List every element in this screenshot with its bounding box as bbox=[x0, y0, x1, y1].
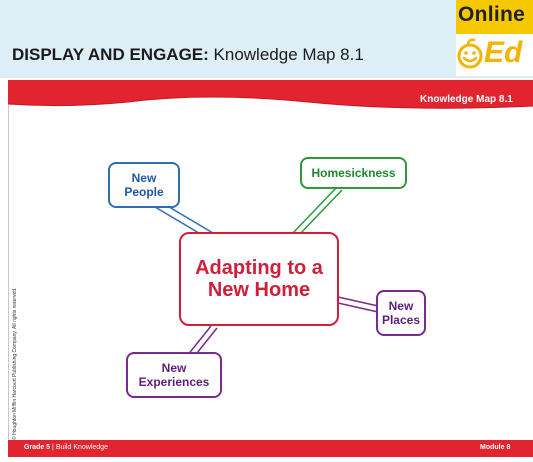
node-new-places-line-1: New bbox=[388, 299, 414, 313]
central-node-line-2: New Home bbox=[207, 279, 311, 301]
connector-homesickness bbox=[291, 187, 343, 237]
footer-grade: Grade 5 bbox=[24, 444, 51, 451]
online-badge bbox=[456, 0, 533, 34]
node-homesickness: Homesickness bbox=[300, 157, 407, 189]
connector-new-places bbox=[337, 296, 379, 313]
node-new-experiences-line-2: Experiences bbox=[138, 375, 210, 389]
node-new-people-line-2: People bbox=[124, 185, 164, 199]
ed-label: Ed bbox=[484, 36, 523, 69]
node-homesickness-line-1: Homesickness bbox=[311, 166, 396, 180]
node-new-people-line-1: New bbox=[131, 171, 157, 185]
node-new-experiences: New Experiences bbox=[126, 352, 222, 398]
footer-module: Module 8 bbox=[480, 444, 511, 451]
online-label: Online bbox=[458, 3, 526, 26]
node-new-places-line-2: Places bbox=[381, 313, 421, 327]
banner-label: Knowledge Map 8.1 bbox=[420, 94, 513, 105]
header-band bbox=[0, 0, 533, 78]
header-title-text: Knowledge Map 8.1 bbox=[213, 45, 364, 64]
node-new-places: New Places bbox=[376, 290, 426, 336]
header-lead: DISPLAY AND ENGAGE: bbox=[12, 45, 209, 64]
footer-separator: | bbox=[52, 444, 54, 451]
copyright-notice: © Houghton Mifflin Harcourt Publishing C… bbox=[12, 287, 18, 440]
footer-section: Build Knowledge bbox=[55, 444, 108, 451]
central-node: Adapting to a New Home bbox=[179, 232, 339, 326]
node-new-people: New People bbox=[108, 162, 180, 208]
ed-logo bbox=[456, 34, 533, 76]
central-node-line-1: Adapting to a bbox=[195, 257, 323, 279]
node-new-experiences-line-1: New bbox=[161, 361, 187, 375]
smiley-icon bbox=[457, 38, 483, 69]
slide-banner bbox=[8, 80, 533, 109]
footer-bar bbox=[8, 440, 533, 457]
header-title: DISPLAY AND ENGAGE: Knowledge Map 8.1 bbox=[12, 45, 364, 65]
footer-left: Grade 5 | Build Knowledge bbox=[24, 444, 108, 451]
